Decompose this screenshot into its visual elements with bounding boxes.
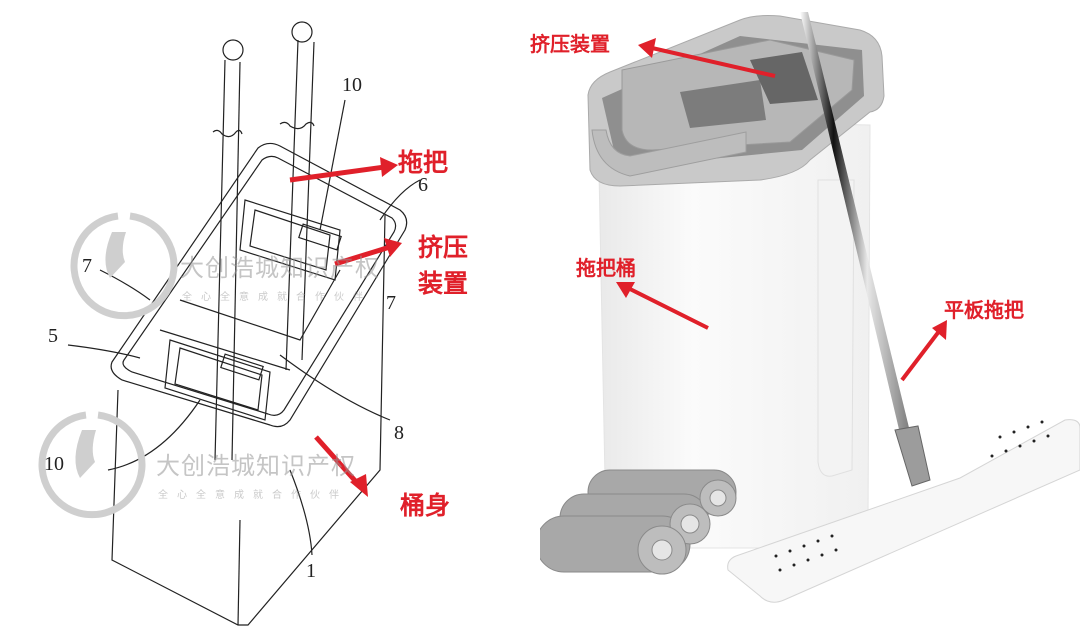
part-number-8: 8 — [394, 422, 404, 444]
watermark-logo-bottom — [38, 411, 146, 519]
arrow-mop — [289, 164, 386, 183]
bucket-front-lip — [591, 129, 747, 177]
handle-left-edge — [231, 61, 241, 461]
annotation-arrows — [289, 157, 402, 497]
label-squeeze-line2: 装置 — [418, 269, 469, 298]
arrow-flat-mop — [900, 328, 942, 382]
upper-squeeze-box-inner — [249, 209, 331, 271]
watermark-title-top: 大创浩城知识产权 — [180, 254, 380, 282]
bucket-body-outline — [111, 214, 386, 626]
part-number-5: 5 — [48, 325, 58, 347]
handle-left — [214, 59, 226, 461]
label-squeeze-device: 挤压装置 — [530, 32, 610, 56]
label-bucket-body: 桶身 — [400, 491, 451, 520]
bucket-corner-line — [237, 519, 241, 626]
arrow-squeeze-device — [651, 46, 776, 78]
leader-6 — [379, 179, 421, 221]
bucket-rim-inner — [122, 155, 397, 416]
label-flat-mop: 平板拖把 — [944, 298, 1024, 322]
arrow-bucket-body — [314, 435, 360, 486]
handle-right-edge — [301, 41, 315, 361]
upper-squeeze-box — [239, 199, 341, 281]
squeeze-slot-back — [750, 52, 818, 104]
mop-pole — [800, 12, 912, 442]
lower-squeeze-box-inner — [174, 347, 263, 411]
label-squeeze-line1: 挤压 — [418, 233, 469, 262]
part-number-10-bottom: 10 — [44, 453, 64, 475]
flat-mop-plate — [727, 419, 1080, 603]
arrow-squeeze — [334, 244, 391, 267]
watermark-subtitle-top: 全心全意成就合作伙伴 — [182, 292, 372, 303]
divider-upper — [179, 269, 341, 341]
product-illustration — [540, 12, 1080, 603]
arrow-mop-bucket — [627, 286, 709, 330]
handle-left-break — [212, 129, 243, 138]
label-mop: 拖把 — [398, 148, 449, 177]
handle-right-break — [279, 121, 315, 130]
leader-1 — [289, 469, 313, 556]
arrow-bucket-body-head — [350, 474, 368, 497]
leader-10-top — [319, 99, 346, 231]
part-number-7-left: 7 — [82, 255, 92, 277]
part-number-10-top: 10 — [342, 74, 362, 96]
squeeze-slot-front — [680, 80, 766, 128]
arrow-squeeze-device-head — [638, 38, 656, 58]
leader-10-bottom — [107, 399, 201, 471]
patent-drawing — [38, 21, 421, 626]
arrow-squeeze-head — [384, 238, 402, 257]
lower-squeeze-roller — [220, 353, 264, 381]
leader-7-left — [99, 269, 151, 301]
part-number-1: 1 — [306, 560, 316, 582]
patent-drawing-panel: 10 6 7 7 5 8 10 1 大创浩城知识产权 全心全意成就合作伙伴 大创… — [38, 21, 469, 626]
watermark-subtitle-bottom: 全心全意成就合作伙伴 — [158, 490, 348, 501]
line-art — [67, 21, 421, 626]
upper-squeeze-roller — [298, 223, 342, 251]
part-number-6: 6 — [418, 174, 428, 196]
handle-right-tip — [291, 21, 313, 43]
divider-lower — [159, 329, 291, 371]
bucket-side-panel — [817, 179, 855, 477]
watermark-logo-top — [70, 212, 178, 320]
arrow-mop-head — [380, 157, 398, 177]
mop-pole-joint — [894, 425, 931, 487]
product-photo-panel: 挤压装置 拖把桶 平板拖把 — [530, 0, 1080, 627]
leader-8 — [279, 354, 391, 421]
mop-plate-holes — [774, 420, 1050, 572]
handle-left-tip — [222, 39, 244, 61]
leader-5 — [67, 344, 141, 359]
watermark-title-bottom: 大创浩城知识产权 — [156, 452, 356, 480]
photo-annotation-arrows — [616, 38, 947, 382]
bucket-rim — [110, 142, 408, 428]
part-number-7-right: 7 — [386, 292, 396, 314]
mop-pads — [540, 469, 737, 575]
arrow-flat-mop-head — [932, 320, 947, 340]
label-mop-bucket: 拖把桶 — [576, 256, 636, 280]
lower-squeeze-box — [164, 339, 271, 421]
arrow-mop-bucket-head — [616, 282, 635, 298]
handle-right — [285, 39, 299, 371]
